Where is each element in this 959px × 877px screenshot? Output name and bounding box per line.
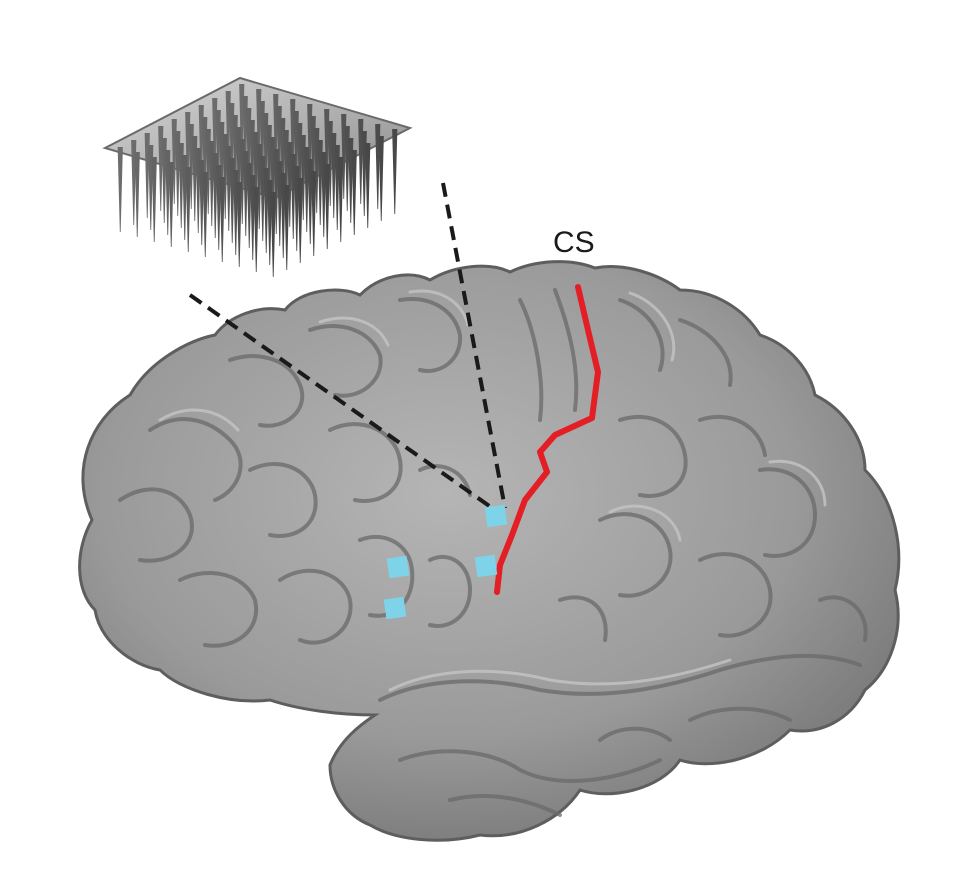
implant-markers [383,504,508,620]
central-sulcus-line [494,284,601,595]
implant-marker [386,555,410,579]
array-shank [338,157,344,242]
array-shanks [117,84,398,277]
array-shank [378,136,384,221]
array-shank [236,182,242,267]
array-shank [351,150,357,235]
implant-marker [383,596,407,620]
array-shank [253,187,259,272]
array-shank [202,172,208,257]
brain [78,260,901,842]
brain-outline [78,260,901,842]
implant-marker [484,504,508,528]
gyri-highlights [158,289,827,692]
array-shank [219,177,225,262]
array-shank [324,164,330,249]
array-shank [297,178,303,263]
array-shank [151,157,157,242]
guide-lines [188,182,507,512]
array-shank [392,129,398,214]
array-shank [168,162,174,247]
array-shank [117,147,123,232]
array-shank [270,192,276,277]
array-shank [311,171,317,256]
implant-marker [474,554,498,578]
array-shank [365,143,371,228]
gyri-folds [118,288,868,817]
central-sulcus-label: CS [553,226,595,259]
guide-line-right [441,182,507,509]
array-shank [185,167,191,252]
microelectrode-array-icon [102,76,413,277]
array-shank [134,152,140,237]
array-shank [284,185,290,270]
guide-line-left [188,293,497,512]
